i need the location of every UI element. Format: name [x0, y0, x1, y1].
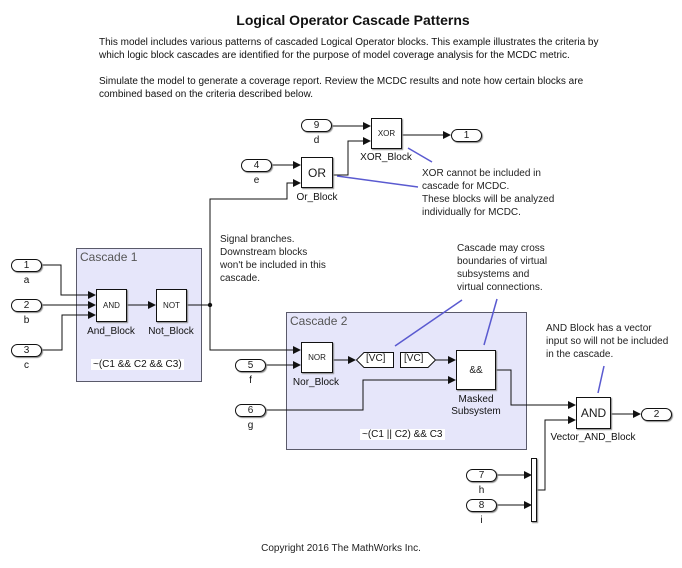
mux-block[interactable] [531, 458, 537, 522]
inport-b-label: b [23, 315, 30, 326]
inport-i[interactable]: 8 [466, 499, 497, 512]
nor-block-glyph: NOR [308, 353, 326, 362]
from-tag-label: [VC] [404, 353, 424, 364]
or-block-name: Or_Block [296, 192, 338, 203]
inport-h[interactable]: 7 [466, 469, 497, 482]
masked-subsystem-name-1: Masked [458, 394, 494, 405]
cascade-1-expression: ~(C1 && C2 && C3) [91, 359, 184, 370]
vector-and-block-glyph: AND [580, 406, 607, 420]
inport-g-label: g [247, 420, 254, 431]
cross-note-line: subsystems and [457, 269, 530, 280]
masked-subsystem-name-2: Subsystem [451, 406, 501, 417]
cross-note-line: virtual connections. [457, 282, 543, 293]
xor-note: XOR cannot be included in cascade for MC… [422, 167, 554, 219]
inport-e-label: e [253, 175, 260, 186]
cascade-2-label: Cascade 2 [290, 314, 348, 328]
cross-boundary-note: Cascade may cross boundaries of virtual … [457, 242, 547, 294]
xor-block-glyph: XOR [377, 129, 396, 138]
wire-branch-to-or [209, 179, 301, 305]
outport-1[interactable]: 1 [451, 129, 482, 142]
not-block-name: Not_Block [148, 326, 194, 337]
branch-note-line: cascade. [220, 273, 261, 284]
not-block[interactable]: NOT [156, 289, 187, 322]
annotation-line-vector-and [597, 365, 605, 394]
vector-note-line: AND Block has a vector [546, 323, 652, 334]
vector-and-block-name: Vector_AND_Block [550, 432, 636, 443]
wire-mux-to-vector-and [537, 416, 576, 491]
inport-c-label: c [24, 360, 29, 371]
masked-subsystem-block[interactable]: && [456, 350, 496, 390]
vector-note: AND Block has a vector input so will not… [546, 322, 668, 361]
inport-i-label: i [480, 515, 483, 526]
branch-point [207, 302, 213, 308]
inport-e[interactable]: 4 [241, 159, 272, 172]
wire-branch-to-nor [209, 305, 301, 354]
inport-a-label: a [23, 275, 30, 286]
inport-g[interactable]: 6 [235, 404, 266, 417]
diagram-title: Logical Operator Cascade Patterns [236, 12, 470, 28]
and-block-glyph: AND [103, 301, 120, 310]
xor-note-line: cascade for MCDC. [422, 181, 510, 192]
xor-note-line: XOR cannot be included in [422, 168, 541, 179]
masked-subsystem-glyph: && [469, 364, 483, 376]
wire-masked-to-vector-and [496, 369, 576, 409]
inport-h-label: h [478, 485, 485, 496]
annotation-line-or [336, 175, 419, 188]
nor-block[interactable]: NOR [301, 342, 333, 373]
cascade-2-expression: ~(C1 || C2) && C3 [360, 429, 445, 440]
inport-f[interactable]: 5 [235, 359, 266, 372]
cross-note-line: boundaries of virtual [457, 256, 548, 267]
xor-note-line: These blocks will be analyzed [422, 194, 555, 205]
copyright: Copyright 2016 The MathWorks Inc. [261, 543, 421, 554]
inport-a[interactable]: 1 [11, 259, 42, 272]
goto-tag-shape[interactable] [356, 352, 394, 368]
wire-g-to-masked [266, 376, 456, 411]
from-tag-shape[interactable] [400, 352, 436, 368]
cascade-1-label: Cascade 1 [80, 250, 138, 264]
branch-note: Signal branches. Downstream blocks won't… [220, 233, 326, 285]
description-paragraph-2: Simulate the model to generate a coverag… [99, 76, 584, 100]
xor-block-name: XOR_Block [360, 152, 412, 163]
description-paragraph-1: This model includes various patterns of … [99, 37, 599, 61]
branch-note-line: won't be included in this [220, 260, 326, 271]
or-block-glyph: OR [308, 165, 326, 180]
annotation-line-masked [483, 298, 498, 346]
wire-or-to-xor [333, 137, 371, 176]
or-block[interactable]: OR [301, 157, 333, 188]
outport-2[interactable]: 2 [641, 408, 672, 421]
annotation-line-xor [407, 147, 433, 163]
xor-note-line: individually for MCDC. [422, 207, 521, 218]
inport-c[interactable]: 3 [11, 344, 42, 357]
wire-c-to-and [42, 311, 96, 351]
nor-block-name: Nor_Block [292, 377, 340, 388]
not-block-glyph: NOT [163, 301, 180, 310]
vector-note-line: input so will not be included [546, 336, 669, 347]
branch-note-line: Signal branches. [220, 234, 295, 245]
vector-note-line: in the cascade. [546, 349, 614, 360]
annotation-line-vc [394, 299, 463, 347]
cross-note-line: Cascade may cross [457, 243, 545, 254]
inport-d-label: d [313, 135, 320, 146]
goto-tag-label: [VC] [366, 353, 386, 364]
and-block[interactable]: AND [96, 289, 127, 322]
and-block-name: And_Block [87, 326, 135, 337]
inport-d[interactable]: 9 [301, 119, 332, 132]
vector-and-block[interactable]: AND [576, 397, 611, 429]
wire-a-to-and [42, 264, 96, 299]
inport-b[interactable]: 2 [11, 299, 42, 312]
xor-block[interactable]: XOR [371, 118, 402, 149]
inport-f-label: f [249, 375, 252, 386]
branch-note-line: Downstream blocks [220, 247, 308, 258]
